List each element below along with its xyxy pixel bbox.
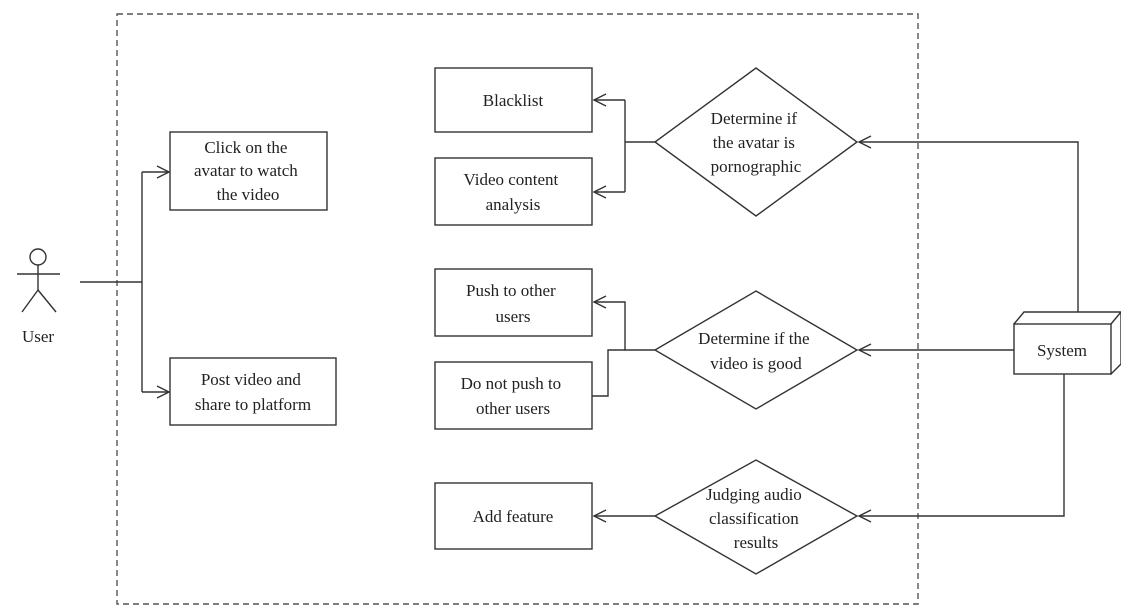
decision-audio-classification [653, 459, 859, 575]
actor-label: User [22, 327, 54, 346]
user-actor [17, 248, 60, 313]
system-connectors [857, 135, 1079, 523]
arrow-to-decision-avatar [857, 135, 1079, 312]
svg-text:Push to other users: Push to other users [466, 281, 560, 326]
svg-text:Click on the avatar to wat: Click on the avatar to watch the video [194, 138, 302, 204]
decision-avatar-line-3: pornographic [711, 157, 802, 176]
system-node [1012, 311, 1121, 375]
svg-text:Determine if the avatar is: Determine if the avatar is pornographic [711, 109, 802, 176]
system-label: System [1037, 341, 1087, 360]
do-not-push-line-1: Do not push to [461, 374, 562, 393]
video-content-analysis-line-2: analysis [486, 195, 541, 214]
click-avatar-line-2: avatar to watch [194, 161, 298, 180]
decision-audio-line-3: results [734, 533, 778, 552]
decision-connectors [592, 93, 655, 523]
svg-text:Judging audio classificati: Judging audio classification results [706, 485, 806, 552]
do-not-push-line-2: other users [476, 399, 550, 418]
blacklist-label: Blacklist [483, 91, 544, 110]
add-feature-box [434, 482, 593, 550]
actor-head [29, 248, 47, 266]
svg-text:Determine if the video is: Determine if the video is good [698, 329, 814, 373]
decision-audio-line-1: Judging audio [706, 485, 802, 504]
decision-avatar-pornographic [653, 67, 859, 217]
push-to-users-line-1: Push to other [466, 281, 556, 300]
link-to-do-not-push [592, 349, 625, 397]
user-connectors [80, 165, 171, 399]
decision-avatar-line-1: Determine if [711, 109, 798, 128]
decision-avatar-line-2: the avatar is [713, 133, 795, 152]
post-video-line-1: Post video and [201, 370, 302, 389]
blacklist-box [434, 67, 593, 133]
click-avatar-line-1: Click on the [204, 138, 287, 157]
arrow-to-push-users [592, 295, 655, 351]
decision-audio-line-2: classification [709, 509, 799, 528]
click-avatar-box [169, 131, 328, 211]
post-video-line-2: share to platform [195, 395, 311, 414]
click-avatar-line-3: the video [217, 185, 280, 204]
svg-text:Do not push to other users: Do not push to other users [461, 374, 566, 418]
push-to-users-box [434, 268, 593, 337]
svg-text:Post video and share to pl: Post video and share to platform [195, 370, 311, 414]
arrow-to-decision-audio [857, 374, 1065, 523]
decision-video-good [653, 290, 859, 410]
push-to-users-line-2: users [496, 307, 531, 326]
add-feature-label: Add feature [473, 507, 554, 526]
decision-video-line-2: video is good [710, 354, 802, 373]
post-video-box [169, 357, 337, 426]
video-content-analysis-line-1: Video content [463, 170, 558, 189]
video-content-analysis-box [434, 157, 593, 226]
svg-text:Video content analysis: Video content analysis [463, 170, 562, 214]
decision-video-line-1: Determine if the [698, 329, 809, 348]
do-not-push-box [434, 361, 593, 430]
system-boundary [116, 13, 919, 605]
